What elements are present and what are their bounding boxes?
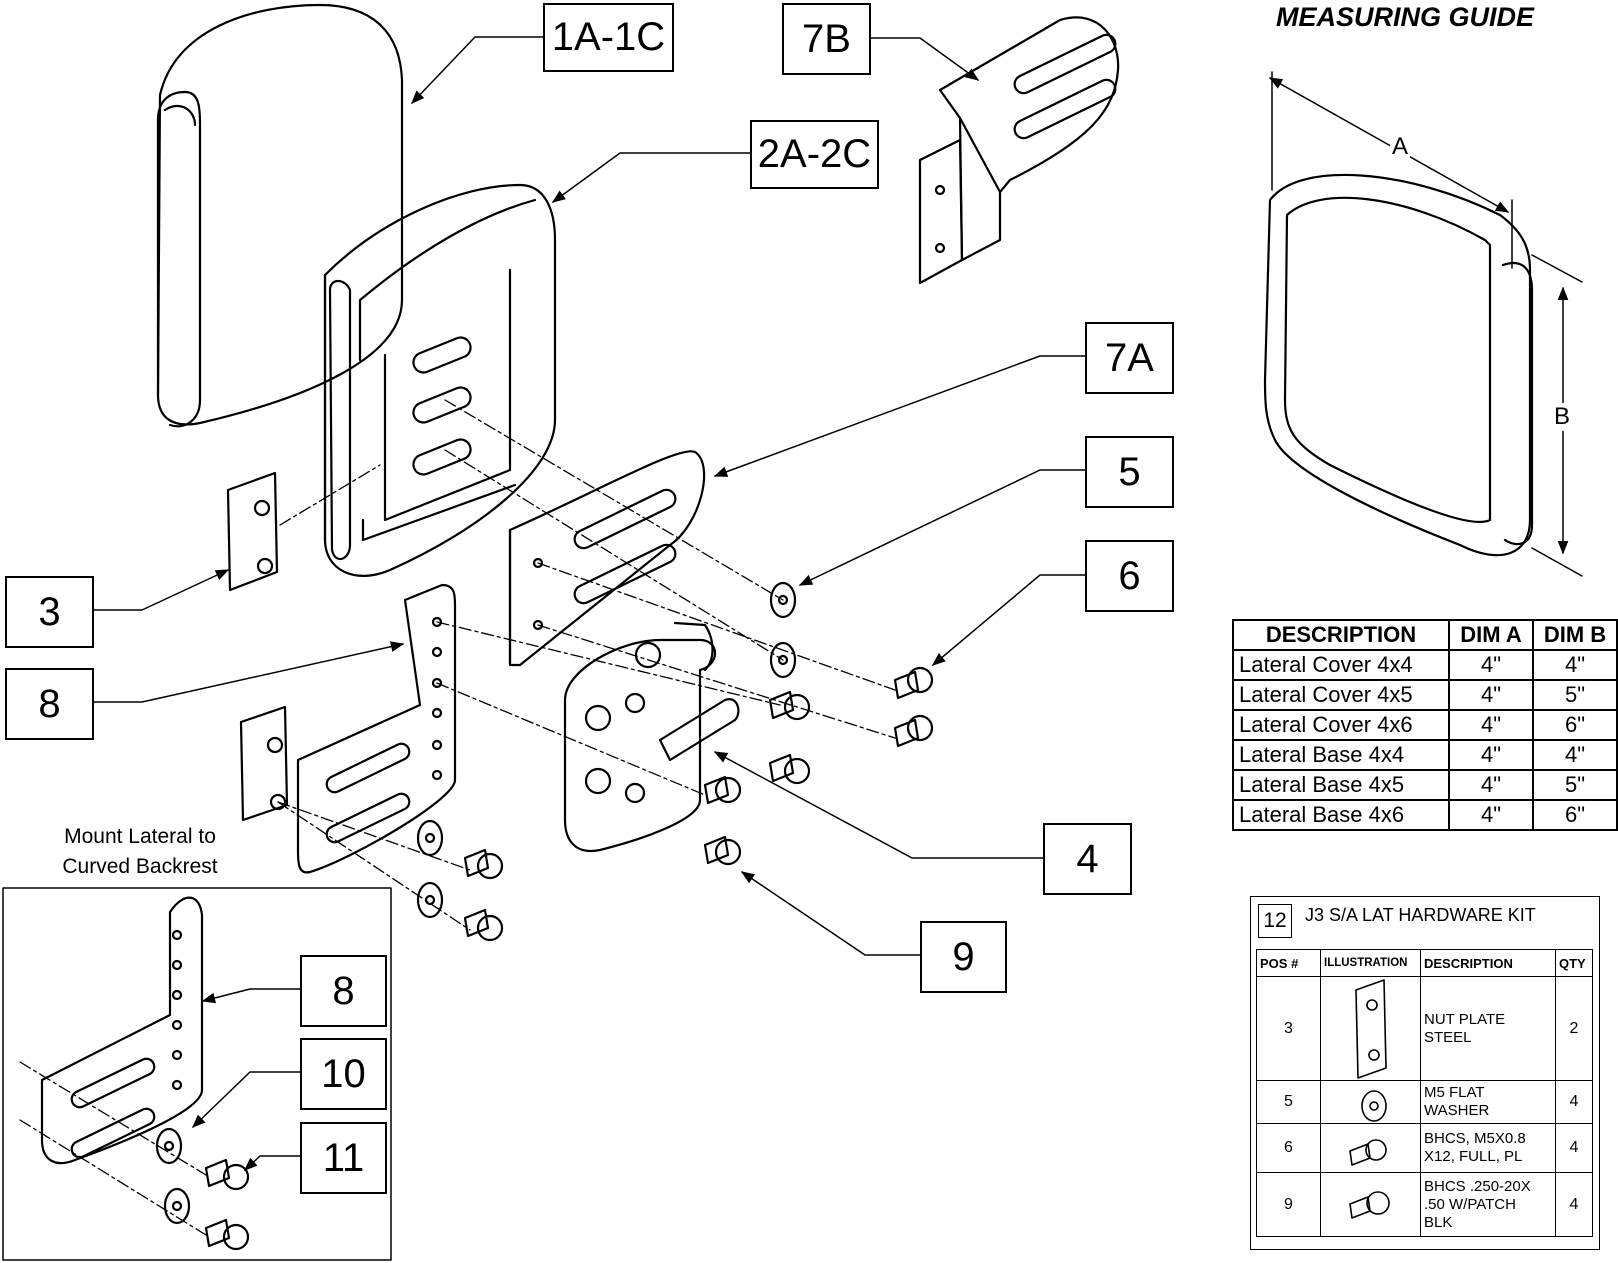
callout-4: 4 — [1043, 823, 1132, 895]
callout-3: 3 — [5, 576, 94, 648]
row-dim-b: 4" — [1532, 739, 1618, 771]
hardware-kit-box: 12 J3 S/A LAT HARDWARE KIT POS # ILLUSTR… — [1250, 896, 1600, 1250]
inset-box — [2, 887, 392, 1261]
description-line: .50 W/PATCH — [1424, 1195, 1516, 1213]
row-dim-b: 4" — [1532, 649, 1618, 681]
callout-10: 10 — [300, 1038, 387, 1110]
description-line: BLK — [1424, 1213, 1453, 1231]
callout-9: 9 — [920, 921, 1007, 993]
table-row: 9 BHCS .250-20X .50 W/PATCH BLK 4 — [1256, 1172, 1593, 1237]
dimension-b-label: B — [1552, 403, 1573, 431]
row-pos: 9 — [1256, 1172, 1321, 1237]
callout-8-inset: 8 — [300, 955, 387, 1027]
l-bracket — [239, 583, 457, 874]
table-row: Lateral Base 4x4 4" 4" — [1232, 739, 1618, 771]
description-line: X12, FULL, PL — [1424, 1148, 1523, 1165]
row-pos: 6 — [1256, 1123, 1321, 1173]
row-qty: 4 — [1555, 1172, 1593, 1237]
bracket-7b — [918, 16, 1120, 285]
description-line: M5 FLAT — [1424, 1084, 1485, 1101]
header-dim-b: DIM B — [1532, 619, 1618, 651]
callout-2a-2c: 2A-2C — [750, 120, 879, 189]
header-pos: POS # — [1256, 949, 1321, 977]
row-qty: 2 — [1555, 976, 1593, 1081]
row-description: Lateral Base 4x5 — [1232, 769, 1450, 801]
kit-table-header: POS # ILLUSTRATION DESCRIPTION QTY — [1256, 949, 1593, 977]
row-dim-a: 4" — [1448, 679, 1534, 711]
row-description: Lateral Cover 4x5 — [1232, 679, 1450, 711]
inset-caption-line-1: Mount Lateral to — [64, 825, 216, 848]
header-illustration: ILLUSTRATION — [1320, 949, 1421, 977]
table-row: 5 M5 FLAT WASHER 4 — [1256, 1080, 1593, 1124]
row-description: BHCS .250-20X .50 W/PATCH BLK — [1420, 1172, 1556, 1237]
table-row: Lateral Cover 4x4 4" 4" — [1232, 649, 1618, 681]
inset-caption: Mount Lateral to Curved Backrest — [40, 822, 240, 882]
header-description: DESCRIPTION — [1232, 619, 1450, 651]
row-illustration — [1320, 976, 1421, 1081]
row-dim-a: 4" — [1448, 769, 1534, 801]
measuring-guide-drawing — [1263, 71, 1583, 577]
row-pos: 3 — [1256, 976, 1321, 1081]
row-illustration — [1320, 1123, 1421, 1173]
table-row: Lateral Cover 4x6 4" 6" — [1232, 709, 1618, 741]
callout-11: 11 — [300, 1122, 387, 1194]
description-line: BHCS, M5X0.8 — [1424, 1130, 1526, 1147]
row-description: M5 FLAT WASHER — [1420, 1080, 1556, 1124]
washers-and-screws — [416, 581, 934, 942]
header-dim-a: DIM A — [1448, 619, 1534, 651]
callout-6: 6 — [1085, 540, 1174, 612]
leader-lines — [89, 36, 1086, 956]
row-dim-a: 4" — [1448, 709, 1534, 741]
table-row: Lateral Base 4x6 4" 6" — [1232, 799, 1618, 831]
row-illustration — [1320, 1080, 1421, 1124]
header-description: DESCRIPTION — [1420, 949, 1556, 977]
slotted-plate-7a — [508, 450, 706, 667]
row-description: Lateral Cover 4x6 — [1232, 709, 1450, 741]
row-description: Lateral Cover 4x4 — [1232, 649, 1450, 681]
row-dim-a: 4" — [1448, 799, 1534, 831]
description-line: STEEL — [1424, 1028, 1472, 1046]
row-qty: 4 — [1555, 1123, 1593, 1173]
row-description: Lateral Base 4x6 — [1232, 799, 1450, 831]
lateral-cover-pad — [156, 3, 404, 428]
assembly-axes — [277, 399, 896, 931]
row-dim-a: 4" — [1448, 649, 1534, 681]
dimension-table-header: DESCRIPTION DIM A DIM B — [1232, 619, 1618, 651]
row-pos: 5 — [1256, 1080, 1321, 1124]
description-line: BHCS .250-20X — [1424, 1177, 1531, 1195]
description-line: WASHER — [1424, 1102, 1490, 1119]
row-qty: 4 — [1555, 1080, 1593, 1124]
header-qty: QTY — [1555, 949, 1593, 977]
callout-8: 8 — [5, 668, 94, 740]
row-description: BHCS, M5X0.8 X12, FULL, PL — [1420, 1123, 1556, 1173]
kit-table: POS # ILLUSTRATION DESCRIPTION QTY 3 NUT… — [1256, 949, 1593, 1237]
callout-7b: 7B — [782, 3, 871, 75]
dimension-table: DESCRIPTION DIM A DIM B Lateral Cover 4x… — [1232, 619, 1618, 831]
measuring-guide-title: MEASURING GUIDE — [1276, 2, 1535, 32]
row-dim-b: 6" — [1532, 709, 1618, 741]
inset-caption-line-2: Curved Backrest — [62, 855, 218, 878]
dimension-a-label: A — [1390, 133, 1411, 161]
table-row: Lateral Base 4x5 4" 5" — [1232, 769, 1618, 801]
lateral-base — [323, 183, 557, 577]
table-row: 6 BHCS, M5X0.8 X12, FULL, PL 4 — [1256, 1123, 1593, 1173]
table-row: 3 NUT PLATE STEEL 2 — [1256, 976, 1593, 1081]
callout-5: 5 — [1085, 436, 1174, 508]
row-dim-b: 5" — [1532, 679, 1618, 711]
callout-7a: 7A — [1085, 322, 1174, 394]
row-description: NUT PLATE STEEL — [1420, 976, 1556, 1081]
row-description: Lateral Base 4x4 — [1232, 739, 1450, 771]
table-row: Lateral Cover 4x5 4" 5" — [1232, 679, 1618, 711]
row-dim-a: 4" — [1448, 739, 1534, 771]
kit-title: J3 S/A LAT HARDWARE KIT — [1305, 905, 1536, 925]
description-line: NUT PLATE — [1424, 1010, 1506, 1028]
callout-1a-1c: 1A-1C — [543, 3, 674, 72]
row-dim-b: 6" — [1532, 799, 1618, 831]
kit-number: 12 — [1258, 904, 1292, 938]
clamp-assembly — [563, 621, 740, 853]
row-dim-b: 5" — [1532, 769, 1618, 801]
nut-plate — [226, 471, 279, 592]
row-illustration — [1320, 1172, 1421, 1237]
